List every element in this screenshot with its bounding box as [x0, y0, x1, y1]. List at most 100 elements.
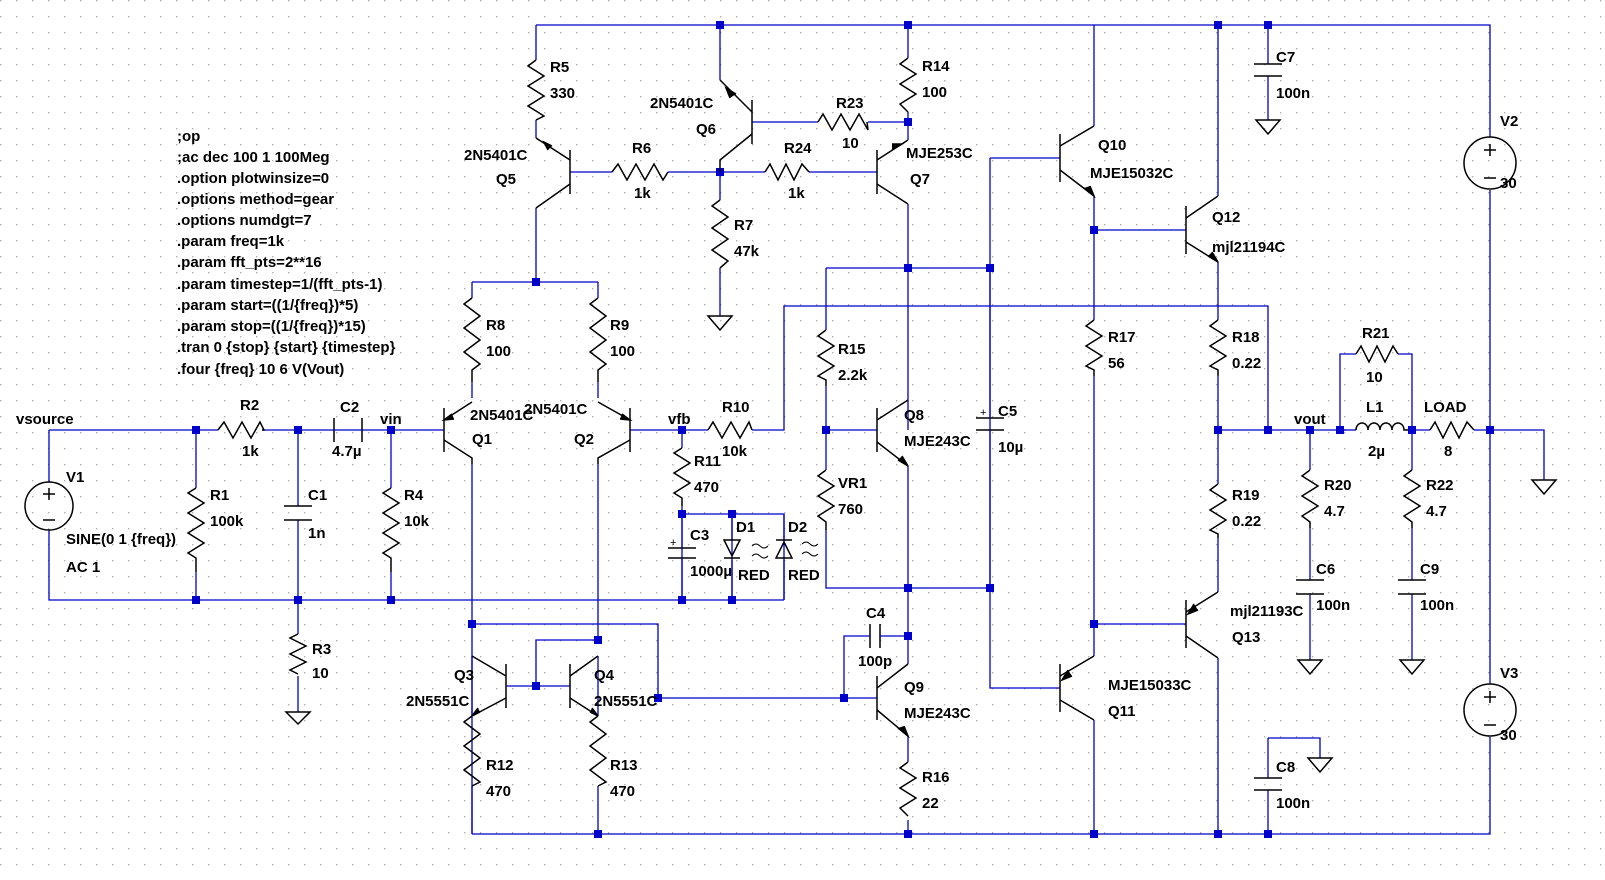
label-v1-name: V1 [66, 469, 84, 486]
net-label-vin: vin [380, 411, 402, 428]
label-r1-name: R1 [210, 487, 229, 504]
label-r6-value: 1k [634, 185, 651, 202]
resistor-r21 [1355, 344, 1399, 364]
capacitor-c3: + [668, 514, 696, 600]
net-labels: vsource vin vfb vout [16, 411, 1326, 428]
label-q6-name: Q6 [696, 121, 716, 138]
label-r22-name: R22 [1426, 477, 1454, 494]
ground-c6 [1296, 659, 1324, 676]
directive-line: .param start=((1/{freq})*5) [177, 297, 358, 314]
label-q2-model: 2N5401C [524, 401, 588, 418]
diode-d2 [774, 514, 819, 600]
transistor-q12 [1185, 195, 1219, 263]
label-q3-model: 2N5551C [406, 693, 470, 710]
label-vr1-name: VR1 [838, 475, 867, 492]
label-c4-name: C4 [866, 605, 886, 622]
resistor-r7 [710, 199, 730, 269]
directive-line: .param timestep=1/(fft_pts-1) [177, 276, 382, 293]
label-q5-name: Q5 [496, 171, 516, 188]
label-r9-name: R9 [610, 317, 629, 334]
label-d1-name: D1 [736, 519, 755, 536]
resistors[interactable] [186, 57, 1475, 817]
label-q12-model: mjl21194C [1212, 239, 1286, 256]
ground-c7 [1254, 119, 1282, 136]
diodes[interactable] [722, 514, 819, 600]
label-r9-value: 100 [610, 343, 635, 360]
capacitor-c6 [1296, 579, 1324, 595]
voltage-source-v2 [1463, 136, 1517, 190]
label-r24-value: 1k [788, 185, 805, 202]
label-q12-name: Q12 [1212, 209, 1240, 226]
resistor-r9 [588, 297, 608, 382]
resistor-r3 [288, 633, 308, 675]
resistor-r13 [588, 715, 608, 787]
label-q13-name: Q13 [1232, 629, 1260, 646]
label-c3-name: C3 [690, 527, 709, 544]
label-q3-name: Q3 [454, 667, 474, 684]
label-r23-name: R23 [836, 95, 864, 112]
capacitors[interactable]: + + [284, 63, 1426, 791]
label-r3-name: R3 [312, 641, 331, 658]
directive-line: ;ac dec 100 1 100Meg [177, 149, 330, 166]
label-q1-model: 2N5401C [470, 407, 534, 424]
transistor-q11 [1059, 655, 1095, 721]
label-r1-value: 100k [210, 513, 244, 530]
label-q4-model: 2N5551C [594, 693, 658, 710]
resistor-r8 [462, 297, 482, 382]
label-load-name: LOAD [1424, 399, 1467, 416]
transistor-q1 [441, 401, 473, 464]
label-c2-name: C2 [340, 399, 359, 416]
ground-c9 [1398, 659, 1426, 676]
label-c2-value: 4.7µ [332, 443, 362, 460]
voltage-source-v3 [1463, 683, 1517, 737]
sources[interactable] [24, 136, 1517, 737]
label-r10-value: 10k [722, 443, 748, 460]
inductor-l1[interactable] [1355, 422, 1408, 431]
label-r15-name: R15 [838, 341, 866, 358]
ground-r7 [706, 315, 734, 332]
label-v3-name: V3 [1500, 665, 1518, 682]
label-c9-value: 100n [1420, 597, 1454, 614]
label-l1-value: 2µ [1368, 443, 1385, 460]
label-r20-name: R20 [1324, 477, 1352, 494]
label-v2-value: 30 [1500, 175, 1517, 192]
capacitor-c8 [1254, 777, 1282, 791]
label-r17-name: R17 [1108, 329, 1136, 346]
directive-line: .param freq=1k [177, 233, 285, 250]
transistor-q6 [719, 79, 753, 172]
label-r2-value: 1k [242, 443, 259, 460]
label-r8-value: 100 [486, 343, 511, 360]
transistors[interactable] [441, 79, 1219, 739]
spice-directives[interactable]: ;op ;ac dec 100 1 100Meg .option plotwin… [177, 128, 396, 378]
label-c8-value: 100n [1276, 795, 1310, 812]
label-r21-name: R21 [1362, 325, 1390, 342]
wires [48, 24, 1545, 835]
label-q9-name: Q9 [904, 679, 924, 696]
net-label-vfb: vfb [668, 411, 691, 428]
resistor-r2 [217, 420, 266, 440]
net-label-vsource: vsource [16, 411, 74, 428]
directive-line: ;op [177, 128, 200, 145]
label-load-value: 8 [1444, 443, 1452, 460]
label-r12-name: R12 [486, 757, 514, 774]
label-r16-value: 22 [922, 795, 939, 812]
transistor-q5 [535, 137, 571, 209]
label-q4-name: Q4 [594, 667, 615, 684]
label-c8-name: C8 [1276, 759, 1295, 776]
label-r8-name: R8 [486, 317, 505, 334]
label-r11-name: R11 [694, 453, 721, 470]
label-r22-value: 4.7 [1426, 503, 1447, 520]
transistor-q13 [1185, 591, 1219, 659]
resistor-r18 [1208, 319, 1228, 376]
label-q6-model: 2N5401C [650, 95, 714, 112]
resistor-r14 [898, 57, 918, 113]
resistor-r17 [1084, 319, 1104, 376]
label-r19-value: 0.22 [1232, 513, 1261, 530]
label-r15-value: 2.2k [838, 367, 868, 384]
label-c5-value-text: 10µ [998, 439, 1023, 456]
label-r12-value: 470 [486, 783, 511, 800]
label-d2-name: D2 [788, 519, 807, 536]
label-r17-value: 56 [1108, 355, 1125, 372]
directive-line: .options method=gear [177, 191, 334, 208]
